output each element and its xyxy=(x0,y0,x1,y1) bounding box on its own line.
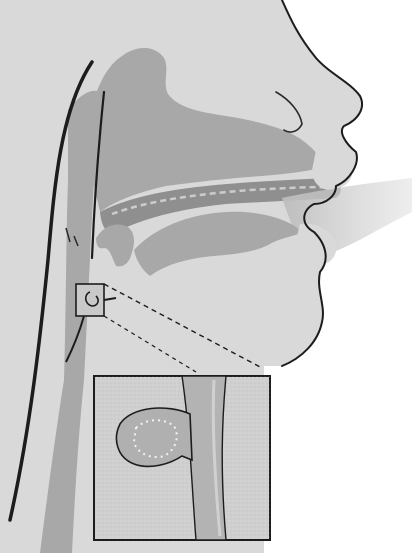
prosthesis-marker xyxy=(76,284,104,316)
inset-pouch xyxy=(116,408,192,466)
detail-inset-texture xyxy=(94,376,270,540)
